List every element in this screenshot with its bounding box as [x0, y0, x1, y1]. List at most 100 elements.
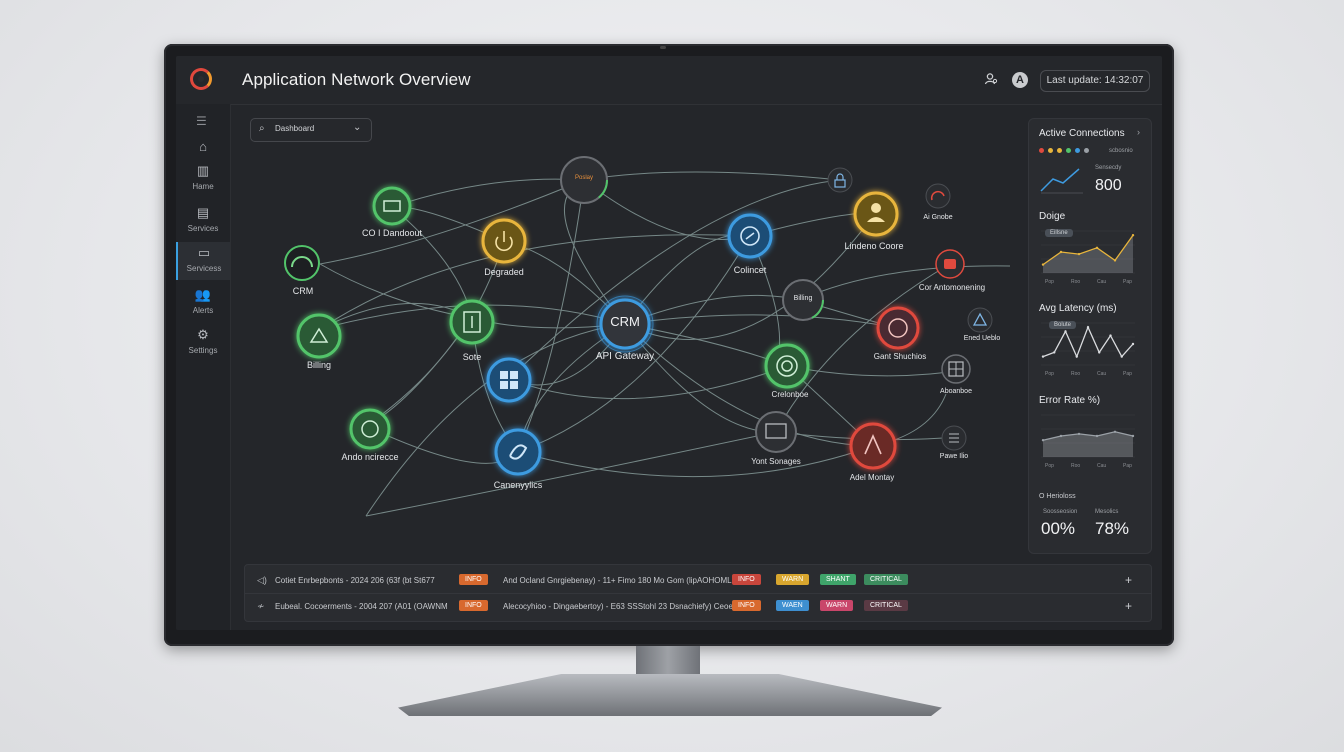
node-pawe-ilio[interactable]	[941, 425, 967, 451]
series-line	[1042, 431, 1134, 441]
node-canenyylics[interactable]	[494, 428, 542, 476]
sidebar-item-label: Services	[187, 224, 219, 233]
data-point	[1131, 434, 1135, 438]
expand-icon[interactable]: +	[1125, 599, 1133, 613]
chart-badge: Eillsne	[1045, 229, 1073, 237]
series-line	[1042, 325, 1134, 359]
node-windows[interactable]	[486, 357, 532, 403]
event-log: ◁) Cotiet Enrbepbonts - 2024 206 (63f (b…	[244, 564, 1152, 622]
log-row[interactable]: ◁) Cotiet Enrbepbonts - 2024 206 (63f (b…	[245, 567, 1151, 594]
log-text-1: Cotiet Enrbepbonts - 2024 206 (63f (bt S…	[275, 576, 435, 585]
page-title: Application Network Overview	[242, 70, 471, 89]
connections-sparkline	[1040, 168, 1083, 194]
node-billing[interactable]	[296, 313, 342, 359]
node-label: Lindeno Coore	[844, 241, 904, 251]
data-point	[1131, 234, 1135, 237]
node-degraded[interactable]	[481, 218, 527, 264]
chevron-right-icon[interactable]: ›	[1137, 127, 1140, 137]
server-icon: ▭	[197, 245, 211, 260]
log-text-1: Eubeal. Cocoerments - 2004 207 (A01 (OAW…	[275, 602, 448, 611]
node-label: Ando ncirecce	[341, 452, 399, 462]
node-label: Colincet	[733, 265, 767, 275]
monitor-camera	[660, 46, 666, 49]
node-label: Adel Montay	[849, 473, 895, 482]
sidebar-item-home[interactable]: ⌂	[176, 136, 230, 174]
node-crm-left[interactable]	[284, 245, 320, 281]
node-aboanboe[interactable]	[941, 354, 971, 384]
data-point	[1109, 334, 1112, 337]
layers-icon: ▤	[196, 205, 210, 220]
node-billing-small[interactable]	[782, 279, 824, 321]
node-adel-montay[interactable]	[849, 422, 897, 470]
node-lock[interactable]	[827, 167, 853, 193]
log-tag: CRITICAL	[864, 574, 908, 585]
data-point	[1041, 355, 1045, 358]
avatar[interactable]: A	[1012, 72, 1028, 88]
data-point	[1075, 355, 1078, 358]
active-connections-value: 800	[1095, 177, 1122, 194]
tick-label: Pap	[1123, 371, 1132, 377]
status-dot	[1048, 148, 1053, 153]
node-top-poslay[interactable]	[560, 156, 608, 204]
node-api-gateway[interactable]	[596, 295, 654, 353]
node-co-dandoout[interactable]	[372, 186, 412, 226]
expand-icon[interactable]: +	[1125, 573, 1133, 587]
user-settings-icon[interactable]	[984, 72, 998, 86]
log-tag: WAEN	[776, 600, 809, 611]
node-ened-ueblo[interactable]	[967, 307, 993, 333]
sidebar-item-hame[interactable]: ▥ Hame	[176, 160, 230, 198]
node-badge-label: Poslay	[574, 175, 594, 181]
node-cor-antomonening[interactable]	[935, 249, 965, 279]
log-tag: SHANT	[820, 574, 856, 585]
data-point	[1098, 351, 1101, 354]
tick-label: Pop	[1045, 279, 1054, 285]
legend-text: scbosnio	[1109, 148, 1133, 154]
node-label: API Gateway	[595, 351, 655, 362]
metric-label: Sensecdy	[1095, 165, 1122, 171]
node-yont-sonages[interactable]	[755, 411, 797, 453]
node-label: Aboanboe	[940, 388, 972, 395]
log-row[interactable]: ≁ Eubeal. Cocoerments - 2004 207 (A01 (O…	[245, 593, 1151, 619]
app-logo-icon[interactable]	[190, 68, 212, 90]
network-graph	[284, 156, 1011, 517]
log-tag: INFO	[459, 600, 488, 611]
data-point	[1113, 430, 1117, 433]
dashboard-select[interactable]: ⌕ Dashboard ⌄	[250, 118, 372, 142]
audio-icon: ◁)	[257, 575, 267, 585]
node-label: Canenyylics	[493, 480, 543, 490]
tick-label: Roo	[1071, 279, 1080, 285]
node-label: Billing	[306, 360, 332, 370]
doige-title: Doige	[1039, 211, 1066, 222]
sidebar-item-label: Settings	[188, 346, 218, 355]
status-dot	[1057, 148, 1062, 153]
log-text-2: Alecocyhioo - Dingaebertoy) - E63 SSStoh…	[503, 602, 736, 611]
tick-label: Roo	[1071, 463, 1080, 469]
dashboard-select-value: Dashboard	[275, 124, 315, 133]
node-ando[interactable]	[349, 408, 391, 450]
sidebar-item-alerts[interactable]: 👥 Alerts	[176, 284, 230, 322]
metrics-panel: Active Connections › scbosnio Sensecdy 8…	[1028, 118, 1152, 554]
tick-label: Cau	[1097, 371, 1106, 377]
sidebar-item-settings[interactable]: ⚙ Settings	[176, 324, 230, 362]
node-sote[interactable]	[449, 299, 495, 345]
node-crelonboe[interactable]	[764, 343, 810, 389]
node-lindeno-coore[interactable]	[853, 191, 899, 237]
node-gant-shuchios[interactable]	[876, 306, 920, 350]
node-colincet[interactable]	[727, 213, 773, 259]
log-tag: WARN	[820, 600, 854, 611]
data-point	[1077, 432, 1081, 436]
monitor-stand-neck	[636, 646, 700, 676]
heriolos-b-label: Mesolics	[1095, 509, 1119, 515]
sidebar-item-services[interactable]: ▤ Services	[176, 202, 230, 240]
data-point	[1095, 434, 1099, 438]
menu-icon[interactable]: ☰	[196, 114, 207, 128]
sidebar-item-label: Servicess	[186, 264, 222, 273]
node-ai-gnobe[interactable]	[925, 183, 951, 209]
tick-label: Cau	[1097, 463, 1106, 469]
topbar: Application Network Overview A Last upda…	[176, 56, 1162, 105]
log-text-2: And Ocland Gnrgiebenay) - 11+ Fimo 180 M…	[503, 576, 732, 585]
layout-icon: ▥	[196, 163, 210, 178]
sidebar-item-servicess[interactable]: ▭ Servicess	[176, 242, 230, 280]
nodes	[284, 156, 993, 476]
